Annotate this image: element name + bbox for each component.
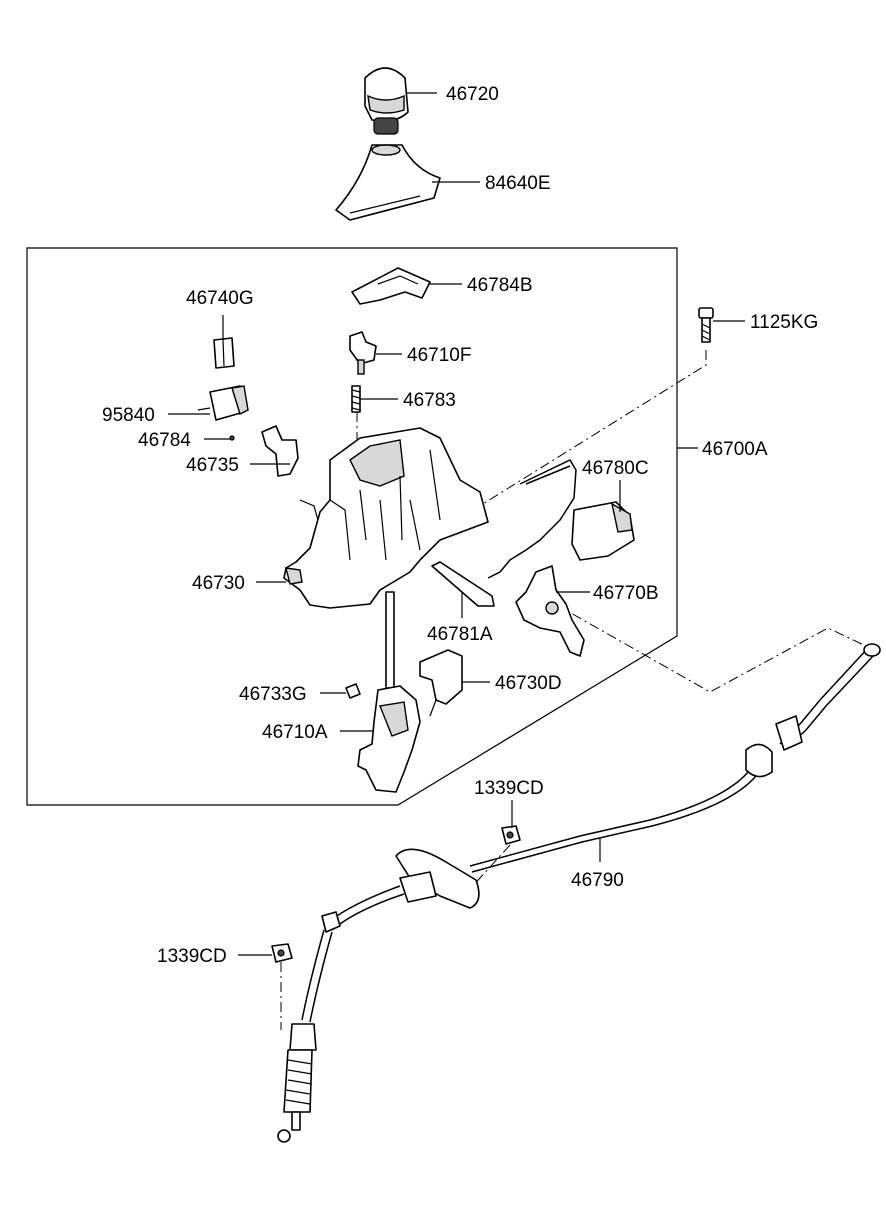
knob-button-46710F bbox=[349, 331, 377, 375]
label-1125KG: 1125KG bbox=[750, 312, 818, 333]
nut-left bbox=[271, 943, 293, 963]
label-46783: 46783 bbox=[403, 390, 456, 411]
shaft-46781A bbox=[431, 561, 495, 607]
nut-top bbox=[501, 825, 521, 845]
label-46740G: 46740G bbox=[186, 288, 254, 309]
shifter-housing bbox=[283, 427, 489, 609]
label-1339CD-top: 1339CD bbox=[474, 778, 544, 799]
assembly-boundary bbox=[26, 247, 678, 806]
label-46781A: 46781A bbox=[427, 624, 493, 645]
label-46710F: 46710F bbox=[407, 345, 471, 366]
lever-46735 bbox=[261, 425, 299, 477]
indicator-cover bbox=[351, 267, 431, 305]
label-95840: 95840 bbox=[102, 405, 155, 426]
label-46770B: 46770B bbox=[593, 583, 659, 604]
label-1339CD-left: 1339CD bbox=[157, 946, 227, 967]
shift-boot bbox=[335, 144, 441, 221]
label-46780C: 46780C bbox=[582, 458, 649, 479]
reference-line-cable bbox=[554, 603, 871, 693]
switch-95840 bbox=[197, 385, 249, 441]
label-46700A: 46700A bbox=[702, 439, 768, 460]
bolt-1125KG bbox=[698, 307, 714, 343]
label-46784: 46784 bbox=[138, 430, 191, 451]
shift-cable bbox=[277, 643, 881, 1143]
label-46730: 46730 bbox=[192, 573, 245, 594]
label-46790: 46790 bbox=[571, 870, 624, 891]
pin-46733G bbox=[345, 683, 361, 699]
leader-lines bbox=[168, 92, 745, 956]
interlock-cable bbox=[487, 459, 635, 579]
label-84640E: 84640E bbox=[485, 173, 551, 194]
reference-line-bolt bbox=[469, 350, 707, 513]
detent-lever bbox=[515, 565, 585, 657]
label-46784B: 46784B bbox=[467, 275, 533, 296]
spring-46783 bbox=[351, 385, 361, 413]
shift-lever bbox=[357, 591, 421, 793]
shift-knob bbox=[364, 67, 409, 135]
label-46733G: 46733G bbox=[239, 684, 307, 705]
label-46720: 46720 bbox=[446, 84, 499, 105]
clip-46740G bbox=[213, 337, 235, 369]
label-46710A: 46710A bbox=[262, 722, 328, 743]
bracket-46730D bbox=[419, 649, 463, 717]
label-46730D: 46730D bbox=[495, 673, 562, 694]
label-46735: 46735 bbox=[186, 455, 239, 476]
